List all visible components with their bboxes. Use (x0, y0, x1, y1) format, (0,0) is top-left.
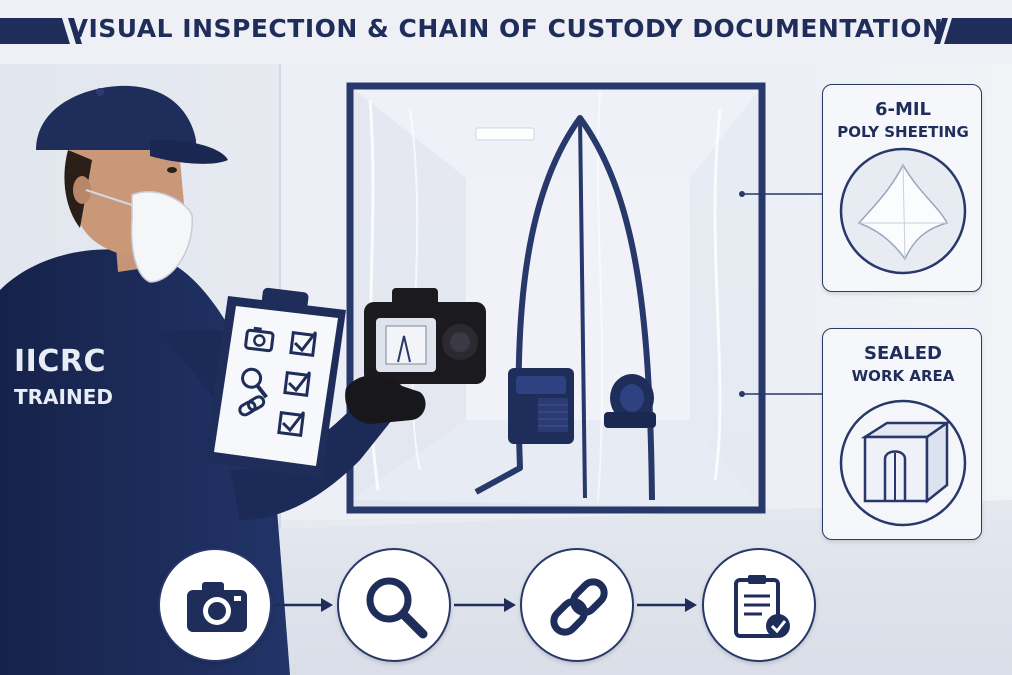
air-mover (604, 374, 656, 428)
camera-in-hand (345, 288, 486, 424)
chain-link-icon (550, 578, 608, 636)
vest-certification: IICRC (14, 344, 106, 379)
report-check-icon (734, 575, 790, 638)
step-photo-capture (158, 548, 272, 662)
camera-icon (187, 582, 247, 632)
arrow-right-icon (637, 598, 697, 612)
callout-sealed-title: SEALED (864, 343, 942, 364)
checkbox-icons (277, 331, 318, 437)
arrow-right-icon (454, 598, 516, 612)
callout-sealed-work-area: SEALED WORK AREA (822, 328, 982, 540)
page-title: VISUAL INSPECTION & CHAIN OF CUSTODY DOC… (68, 14, 944, 43)
poly-sheet-icon (839, 147, 967, 275)
vest-trained: TRAINED (14, 385, 113, 409)
clipboard-magnifier-icon (241, 367, 268, 399)
arrow-right-icon (275, 598, 333, 612)
clipboard-camera-icon (244, 326, 275, 353)
callout-poly-sheeting: 6-MIL POLY SHEETING (822, 84, 982, 292)
inspection-clipboard (204, 287, 346, 478)
title-banner: VISUAL INSPECTION & CHAIN OF CUSTODY DOC… (0, 0, 1012, 64)
callout-sealed-subtitle: WORK AREA (851, 367, 955, 385)
containment-scene (0, 64, 1012, 675)
callout-poly-subtitle: POLY SHEETING (837, 123, 969, 141)
sealed-enclosure-icon (839, 399, 967, 527)
callout-poly-title: 6-MIL (874, 99, 932, 120)
banner-decoration (0, 0, 1012, 64)
step-chain-of-custody (520, 548, 634, 662)
step-documentation (702, 548, 816, 662)
step-inspection (337, 548, 451, 662)
dehumidifier (508, 368, 574, 444)
clipboard-chain-link-icon (238, 395, 266, 417)
vest-label: IICRC TRAINED (14, 344, 124, 409)
magnifier-icon (366, 577, 428, 639)
